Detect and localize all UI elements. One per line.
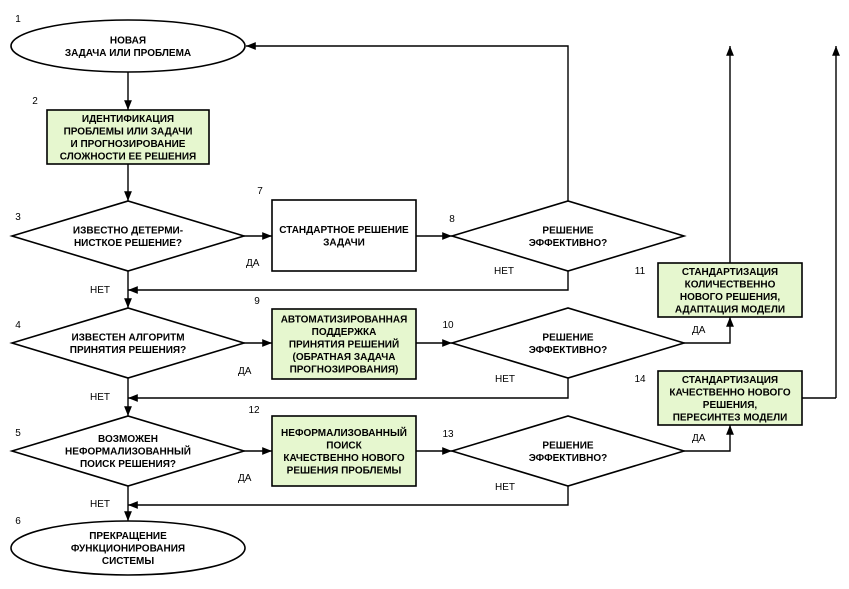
connectors — [124, 42, 840, 521]
node-number: 1 — [15, 14, 21, 25]
node-number: 2 — [32, 96, 38, 107]
node-number: 8 — [449, 214, 455, 225]
edge-label-no3: НЕТ — [90, 285, 110, 296]
decision-diamond — [449, 307, 687, 379]
node-number: 14 — [634, 374, 646, 385]
process-box — [657, 370, 803, 426]
connector-line — [246, 42, 569, 201]
node-number: 10 — [442, 320, 454, 331]
node-number: 4 — [15, 320, 21, 331]
edge-label-yes13: ДА — [692, 433, 706, 444]
node-label: ИЗВЕСТНО ДЕТЕРМИ-НИСТКОЕ РЕШЕНИЕ? — [73, 225, 183, 249]
terminal-ellipse — [10, 19, 246, 73]
edge-labels: ДА НЕТ ДА НЕТ ДА НЕТ НЕТ ДА НЕТ ДА НЕТ — [90, 258, 706, 510]
node-number: 7 — [257, 186, 263, 197]
connector-line — [128, 378, 569, 402]
process-box — [271, 199, 417, 272]
node-number: 3 — [15, 212, 21, 223]
edge-label-no10: НЕТ — [495, 374, 515, 385]
edge-label-yes10: ДА — [692, 325, 706, 336]
process-box — [271, 415, 417, 487]
process-box — [46, 109, 210, 165]
decision-diamond — [9, 415, 247, 487]
edge-label-yes3: ДА — [246, 258, 260, 269]
node-number: 12 — [248, 405, 260, 416]
edge-label-yes4: ДА — [238, 366, 252, 377]
decision-diamond — [449, 415, 687, 487]
node-n3: ИЗВЕСТНО ДЕТЕРМИ-НИСТКОЕ РЕШЕНИЕ? 3 — [9, 200, 247, 272]
decision-diamond — [9, 200, 247, 272]
edge-label-yes5: ДА — [238, 473, 252, 484]
connector-line — [128, 486, 569, 509]
connector-line — [128, 271, 569, 294]
node-number: 13 — [442, 429, 454, 440]
connector-line — [684, 425, 734, 452]
process-box — [657, 262, 803, 318]
process-box — [271, 308, 417, 380]
decision-diamond — [9, 307, 247, 379]
edge-label-no8: НЕТ — [494, 266, 514, 277]
connector-line — [684, 317, 734, 344]
decision-diamond — [449, 200, 687, 272]
edge-label-no13: НЕТ — [495, 482, 515, 493]
node-number: 6 — [15, 516, 21, 527]
terminal-ellipse — [10, 520, 246, 576]
node-number: 5 — [15, 428, 21, 439]
node-number: 9 — [254, 296, 260, 307]
node-number: 11 — [635, 266, 646, 277]
edge-label-no4: НЕТ — [90, 392, 110, 403]
edge-label-no5: НЕТ — [90, 499, 110, 510]
